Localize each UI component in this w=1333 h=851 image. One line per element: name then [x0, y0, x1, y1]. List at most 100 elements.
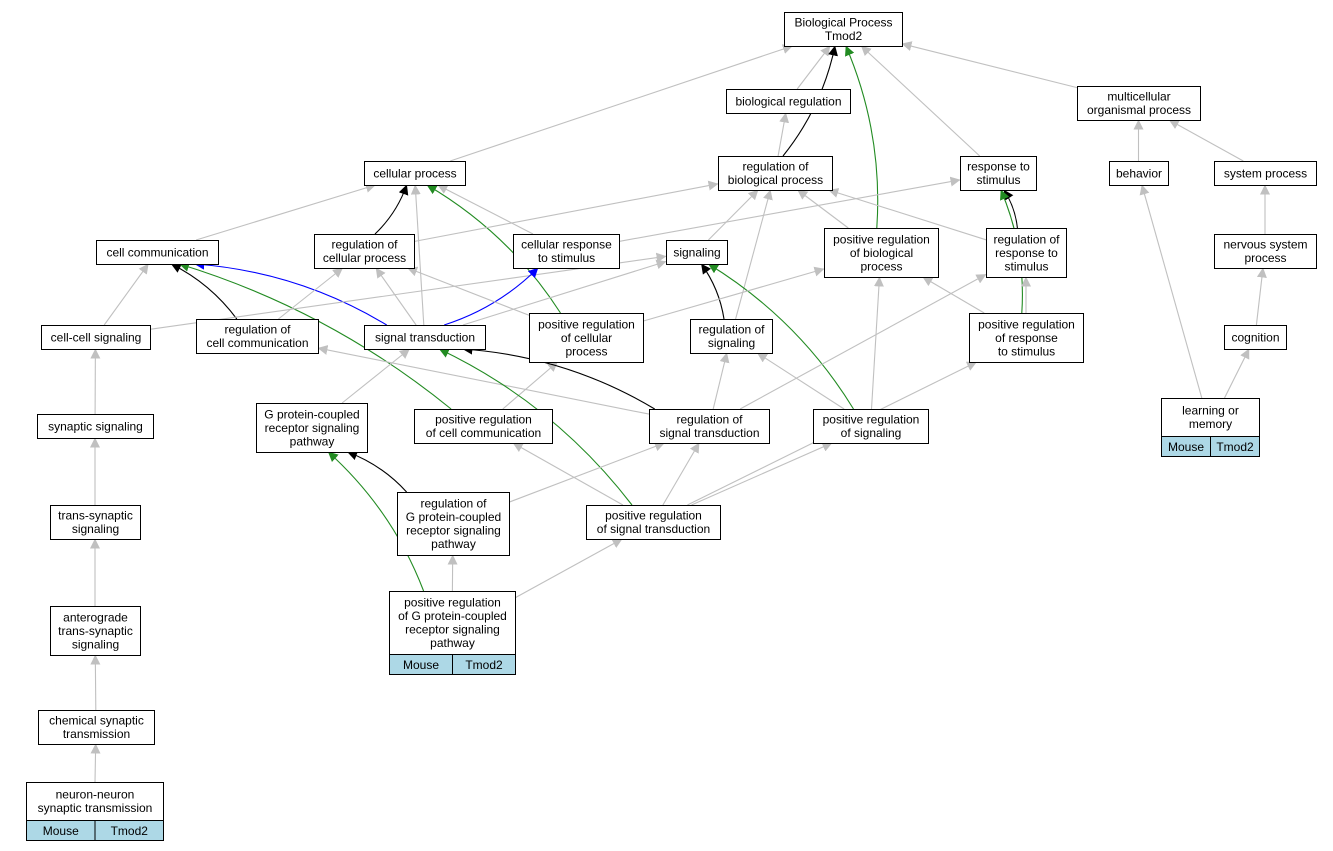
annotation-cell-label: Tmod2: [111, 824, 149, 838]
go-term-node-breg[interactable]: biological regulation: [726, 89, 851, 114]
node-box: [1109, 161, 1169, 186]
go-term-node-ss[interactable]: synaptic signaling: [37, 414, 154, 439]
node-label-line: biological regulation: [735, 94, 841, 108]
node-box: [513, 234, 620, 269]
edge-st-to-cc: [194, 259, 387, 326]
go-term-node-cp[interactable]: cellular process: [364, 161, 466, 186]
node-label-line: memory: [1189, 417, 1232, 431]
edge-rgpcr-to-rst: [508, 441, 665, 503]
edge-line: [712, 352, 730, 410]
edge-st-to-cp: [410, 184, 425, 326]
edge-line: [797, 189, 849, 229]
node-label-line: G protein-coupled: [406, 510, 501, 524]
edge-rts-to-bp: [860, 45, 981, 157]
node-box: [50, 606, 141, 656]
edge-line: [618, 176, 961, 242]
edge-rrts-to-rbp: [828, 188, 987, 241]
go-term-node-cog[interactable]: cognition: [1224, 325, 1287, 350]
edge-mop-to-bp: [901, 41, 1078, 89]
edge-prcc-to-cc: [179, 262, 452, 410]
edge-rcp-to-cp: [374, 184, 409, 235]
edge-lm-to-cog: [1224, 348, 1250, 399]
node-box: [364, 325, 486, 350]
node-box: [960, 156, 1037, 191]
node-label-line: positive regulation: [404, 596, 501, 610]
edge-rst-to-rsig: [712, 352, 730, 410]
edge-line: [194, 259, 387, 326]
node-label-line: regulation of: [742, 160, 809, 174]
node-label-line: regulation of: [331, 238, 398, 252]
node-box: [1214, 161, 1317, 186]
edge-ccs-to-cc: [103, 263, 149, 326]
node-label-line: signaling: [708, 336, 755, 350]
node-label-line: pathway: [431, 537, 476, 551]
node-box: [26, 782, 164, 821]
node-label-line: positive regulation: [435, 413, 532, 427]
node-label-line: to stimulus: [538, 251, 595, 265]
node-box: [256, 403, 368, 453]
node-label-line: organismal process: [1087, 103, 1191, 117]
go-term-node-sig[interactable]: signaling: [666, 240, 728, 265]
edge-cst-to-atss: [90, 654, 101, 711]
node-label-line: stimulus: [1004, 259, 1048, 273]
node-label-line: pathway: [430, 636, 475, 650]
go-term-node-ccs[interactable]: cell-cell signaling: [41, 325, 151, 350]
node-label-line: signaling: [72, 522, 119, 536]
node-label-line: process: [860, 259, 902, 273]
node-box: [784, 12, 903, 47]
go-term-node-cc[interactable]: cell communication: [96, 240, 219, 265]
edge-line: [922, 276, 985, 314]
edge-line: [796, 45, 831, 90]
node-label-line: regulation of: [698, 323, 765, 337]
node-label-line: receptor signaling: [265, 421, 360, 435]
annotation-cell-label: Mouse: [43, 824, 79, 838]
node-label-line: multicellular: [1107, 90, 1170, 104]
node-box: [314, 234, 415, 269]
edge-prst-to-prcc: [512, 442, 624, 506]
node-label-line: G protein-coupled: [264, 407, 359, 421]
node-label-line: regulation of: [676, 413, 743, 427]
go-term-node-sysp[interactable]: system process: [1214, 161, 1317, 186]
node-label-line: regulation of: [224, 323, 291, 337]
edge-line: [828, 188, 987, 241]
go-term-node-beh[interactable]: behavior: [1109, 161, 1169, 186]
edge-line: [317, 345, 650, 415]
node-label-line: of response: [995, 331, 1058, 345]
node-box: [37, 414, 154, 439]
node-box: [389, 591, 516, 655]
edge-prst-to-prsig: [691, 442, 833, 506]
node-label-line: of biological: [850, 246, 913, 260]
node-box: [1077, 86, 1201, 121]
node-box: [718, 156, 833, 191]
edge-line: [1255, 267, 1267, 326]
go-term-node-st[interactable]: signal transduction: [364, 325, 486, 350]
annotation-cell: [1210, 436, 1260, 457]
node-label-line: cellular process: [323, 251, 406, 265]
